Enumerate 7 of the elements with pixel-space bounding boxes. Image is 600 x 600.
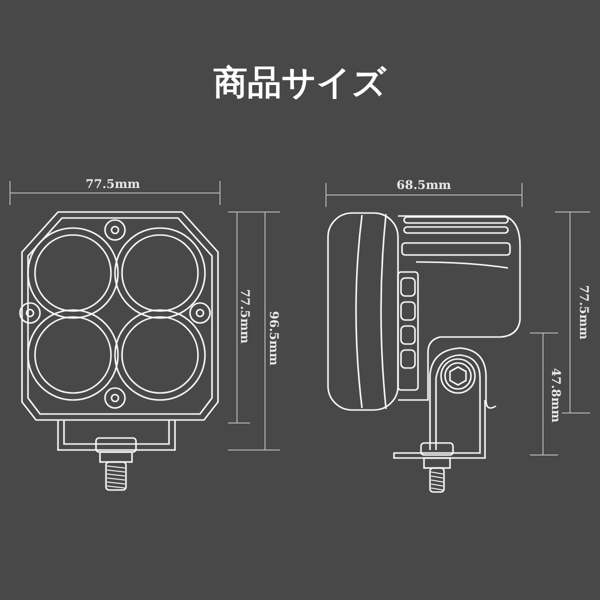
title: 商品サイズ (214, 62, 386, 105)
dimension-label: 77.5mm (84, 178, 142, 190)
dimension-label: 77.5mm (239, 288, 251, 345)
dimension-label: 68.5mm (396, 179, 452, 191)
dimension-label: 77.5mm (578, 284, 590, 341)
dimension-label: 47.8mm (550, 367, 562, 424)
dimension-label: 96.5mm (268, 310, 280, 367)
